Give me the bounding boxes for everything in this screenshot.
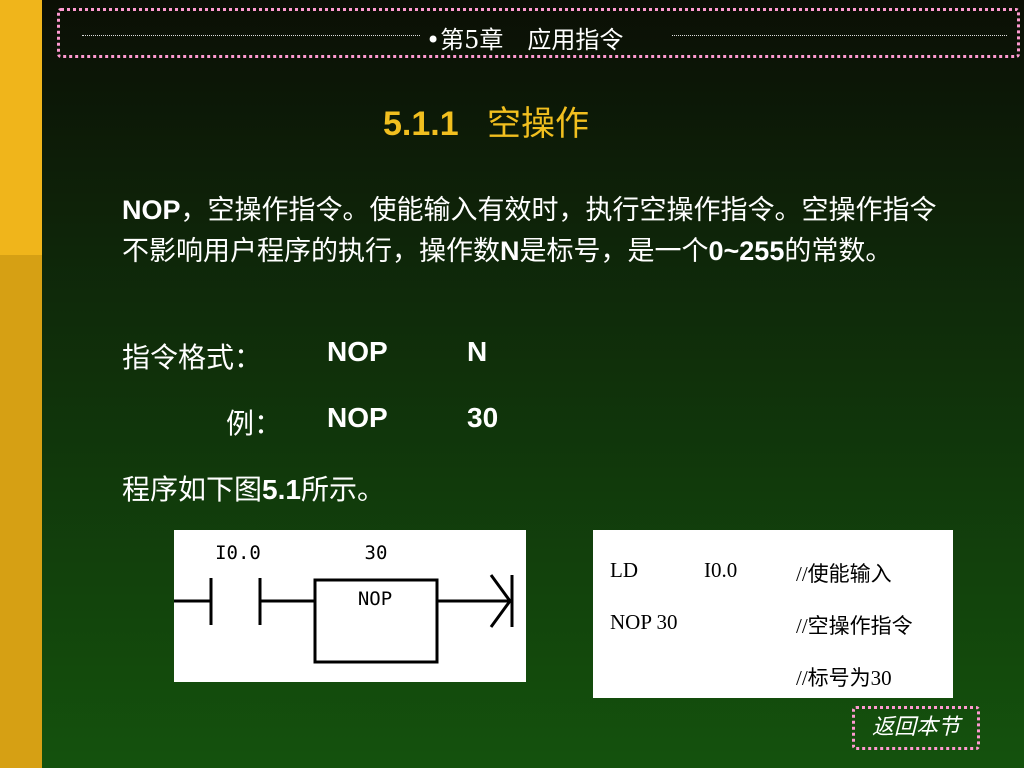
format-arg: N xyxy=(467,336,488,367)
chapter-title: •第5章 应用指令 xyxy=(426,26,624,54)
nop-box xyxy=(313,578,439,664)
section-title-text: 空操作 xyxy=(486,104,589,144)
para-text-1: ，空操作指令。使能输入有效时，执行空操作指令。空操作指令不影响用户程序的执行，操… xyxy=(122,195,937,267)
figure-reference: 程序如下图5.1所示。 xyxy=(122,468,385,508)
para-n: N xyxy=(500,236,520,266)
section-title: 5.1.1 空操作 xyxy=(383,96,589,145)
code-line-1-arg: I0.0 xyxy=(704,558,738,582)
box-param-label: 30 xyxy=(365,542,388,564)
code-line-2-comment: //空操作指令 xyxy=(796,614,913,638)
code-line-1-comment: //使能输入 xyxy=(796,562,892,586)
para-text-3: 的常数。 xyxy=(784,236,893,267)
header-dotted-line-right xyxy=(672,35,1007,36)
section-number: 5.1.1 xyxy=(383,105,459,143)
figure-ref-pre: 程序如下图 xyxy=(122,473,263,506)
code-line-2-op: NOP 30 xyxy=(610,610,678,634)
sidebar-stripe-top xyxy=(0,0,42,255)
para-text-2: 是标号，是一个 xyxy=(519,236,709,267)
back-to-section-button[interactable]: 返回本节 xyxy=(852,706,980,750)
code-line-1-op: LD xyxy=(610,558,638,582)
sidebar-stripe xyxy=(0,0,42,768)
example-op: NOP xyxy=(327,402,388,433)
format-op: NOP xyxy=(327,336,388,367)
chapter-header: •第5章 应用指令 xyxy=(57,8,1020,58)
para-nop: NOP xyxy=(122,195,181,225)
example-arg: 30 xyxy=(467,402,499,433)
header-dotted-line-left xyxy=(82,35,420,36)
format-label: 指令格式： xyxy=(122,341,263,374)
figure-ref-num: 5.1 xyxy=(262,474,301,505)
coil-arrow xyxy=(489,574,512,628)
description-paragraph: NOP，空操作指令。使能输入有效时，执行空操作指令。空操作指令不影响用户程序的执… xyxy=(122,190,948,272)
para-range: 0~255 xyxy=(708,236,785,266)
ladder-diagram-svg: I0.0 30 NOP xyxy=(174,542,514,664)
code-line-3-comment: //标号为30 xyxy=(796,666,892,690)
statement-list: LD I0.0 //使能输入 NOP 30 //空操作指令 //标号为30 xyxy=(593,530,953,698)
contact-label: I0.0 xyxy=(215,542,261,564)
ladder-diagram: I0.0 30 NOP xyxy=(174,530,526,682)
box-op-label: NOP xyxy=(358,588,392,610)
figure-ref-post: 所示。 xyxy=(300,473,385,506)
example-label: 例： xyxy=(226,407,283,440)
